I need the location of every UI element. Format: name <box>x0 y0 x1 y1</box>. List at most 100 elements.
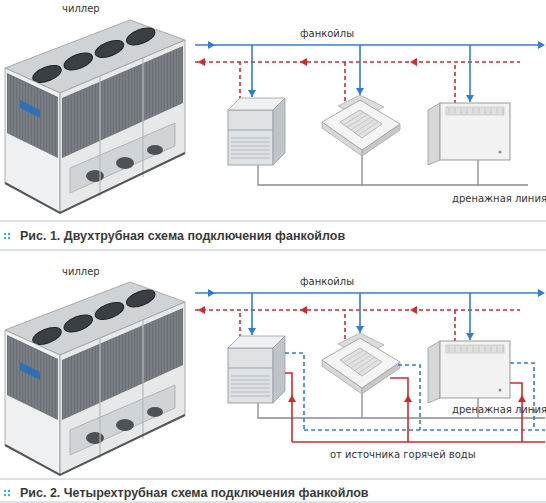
coil-fin <box>18 341 19 401</box>
coil-fin <box>64 97 65 157</box>
coil-fin <box>175 49 176 106</box>
coil-fin <box>51 95 52 155</box>
coil-fin <box>82 351 83 411</box>
coil-fin <box>166 53 167 110</box>
coil-fin <box>39 351 40 411</box>
coil-fin <box>103 342 104 401</box>
console-grille <box>446 345 504 353</box>
chiller-illustration <box>0 280 190 477</box>
coil-fin <box>21 81 22 141</box>
coil-fin <box>94 84 95 143</box>
drain-pipe <box>361 394 362 418</box>
coil-fin <box>163 317 164 374</box>
panel-seam <box>228 368 273 369</box>
coil-fin <box>33 86 34 146</box>
coil-fin <box>178 310 179 367</box>
grille-slat <box>231 150 270 151</box>
coil-fin <box>133 329 134 387</box>
coil-fin <box>139 65 140 123</box>
arrow-head <box>300 58 307 66</box>
coil-fin <box>157 57 158 115</box>
chiller-illustration <box>0 18 190 220</box>
grille-slat <box>231 392 270 393</box>
grille-slat <box>491 346 492 352</box>
arrow-head <box>356 326 364 333</box>
grille-slat <box>358 360 378 374</box>
grille-slat <box>467 346 468 352</box>
coil-fin <box>30 85 31 145</box>
supply-drop <box>359 45 361 95</box>
coil-fin <box>15 78 16 138</box>
arrow-head <box>208 289 215 297</box>
coil-fin <box>82 89 83 149</box>
coil-fin <box>51 357 52 417</box>
unit-label: чиллер <box>62 266 100 277</box>
supply-drop <box>469 293 471 340</box>
coil-fin <box>48 355 49 415</box>
coil-fin <box>151 322 152 380</box>
arrow-head <box>466 95 474 102</box>
chiller-base <box>5 415 185 475</box>
return-riser <box>344 62 346 101</box>
coil-fin <box>124 71 125 129</box>
panel-seam <box>228 130 273 131</box>
coil-fin <box>67 358 68 418</box>
console-logo <box>499 389 502 392</box>
coil-fin <box>21 343 22 403</box>
coil-fin <box>27 345 28 405</box>
grille-slat <box>467 108 468 114</box>
coil-fin <box>124 333 125 391</box>
return-riser <box>344 310 346 339</box>
coil-fin <box>160 318 161 376</box>
return-riser <box>454 310 456 342</box>
coil-fin <box>85 350 86 409</box>
ducted-fancoil <box>228 110 273 165</box>
chiller-fan <box>62 312 95 336</box>
arrow-head <box>538 41 545 49</box>
arrow-head <box>198 58 205 66</box>
coil-fin <box>42 90 43 150</box>
coil-fin <box>9 75 10 135</box>
grille-slat <box>231 396 270 397</box>
coil-fin <box>88 87 89 146</box>
grille-slat <box>231 158 270 159</box>
coil-fin <box>45 354 46 414</box>
grille-slat <box>231 376 270 377</box>
grille-slat <box>231 138 270 139</box>
coil-fin <box>24 344 25 404</box>
coil-fin <box>33 348 34 408</box>
coil-fin <box>154 320 155 378</box>
ducted-fancoil <box>228 348 273 403</box>
chiller-fan <box>124 287 157 311</box>
coil-fin <box>97 83 98 142</box>
coil-fin <box>112 77 113 136</box>
grille-slat <box>344 112 364 124</box>
separator-line <box>0 502 546 503</box>
chiller-unit: чиллер <box>0 262 190 477</box>
coil-fin <box>157 319 158 377</box>
grille-slat <box>358 122 378 136</box>
cassette-grille <box>340 110 382 138</box>
grille-slat <box>503 108 504 114</box>
grille-slat <box>479 346 480 352</box>
frame-post <box>59 93 60 213</box>
coil-fin <box>73 355 74 415</box>
coil-fin <box>118 336 119 395</box>
return-pipe <box>195 61 520 63</box>
coil-fin <box>73 93 74 153</box>
brand-plate <box>20 362 40 380</box>
arrow-head <box>404 395 412 402</box>
chiller-fan <box>93 299 126 323</box>
coil-fin <box>148 323 149 381</box>
coil-fin <box>24 82 25 142</box>
coil-fin <box>57 360 58 420</box>
arrow-head <box>356 88 364 95</box>
coil-fin <box>91 348 92 407</box>
condenser-coil <box>7 73 58 158</box>
cassette-grille <box>340 348 382 376</box>
coil-fin <box>136 328 137 386</box>
part-label: от источника горячей воды <box>330 449 476 460</box>
coil-fin <box>57 98 58 158</box>
coil-fin <box>136 66 137 124</box>
coil-fin <box>130 69 131 127</box>
